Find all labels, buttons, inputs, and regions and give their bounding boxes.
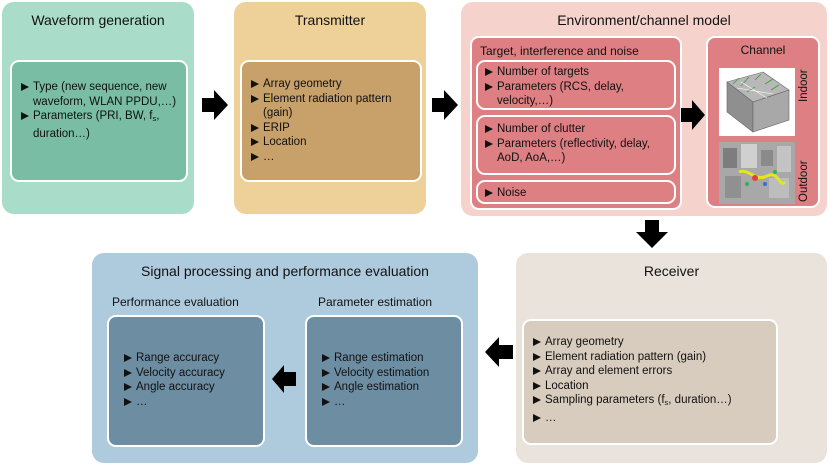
arrow-target-to-channel [681,100,705,130]
performance-item: … [123,395,255,410]
waveform-generation-title: Waveform generation [31,12,165,28]
parameter-estimation-box: Range estimation Velocity estimation Ang… [305,315,463,447]
receiver-panel: Receiver Array geometry Element radiatio… [516,253,827,463]
performance-item: Angle accuracy [123,380,255,395]
arrow-transmitter-to-environment [432,90,458,120]
receiver-fs-subscript: s [664,398,669,407]
receiver-item: Element radiation pattern (gain) [532,350,768,365]
receiver-item: … [532,411,768,426]
waveform-parameters-item: Parameters (PRI, BW, fs, duration…) [20,109,178,141]
targets-box: Number of targets Parameters (RCS, delay… [476,60,676,110]
transmitter-item: Element radiation pattern (gain) [250,92,412,121]
transmitter-parameters-box: Array geometry Element radiation pattern… [240,60,422,182]
receiver-parameters-box: Array geometry Element radiation pattern… [522,319,778,445]
receiver-item: Array and element errors [532,364,768,379]
transmitter-title: Transmitter [294,12,366,28]
noise-item: Noise [484,186,668,201]
waveform-generation-panel: Waveform generation Type (new sequence, … [2,2,194,214]
indoor-channel-image [719,68,795,136]
transmitter-item: ERIP [250,121,412,136]
performance-evaluation-box: Range accuracy Velocity accuracy Angle a… [107,315,265,447]
signal-processing-title: Signal processing and performance evalua… [141,263,429,279]
estimation-item: Angle estimation [321,380,453,395]
waveform-type-item: Type (new sequence, new waveform, WLAN P… [20,80,178,109]
arrow-environment-to-receiver [636,220,668,248]
indoor-label: Indoor [798,69,810,102]
clutter-box: Number of clutter Parameters (reflectivi… [476,115,676,175]
noise-box: Noise [476,180,676,204]
waveform-parameters-text: Parameters (PRI, BW, f [33,110,153,122]
channel-box: Channel Indoor [706,36,820,208]
clutter-parameters-item: Parameters (reflectivity, delay, AoD, Ao… [484,137,668,166]
target-interference-noise-box: Target, interference and noise Number of… [470,36,682,210]
performance-item: Velocity accuracy [123,366,255,381]
transmitter-panel: Transmitter Array geometry Element radia… [234,2,426,214]
receiver-sampling-text: Sampling parameters (f [545,394,665,406]
transmitter-item: Array geometry [250,77,412,92]
receiver-sampling-item: Sampling parameters (fs, duration…) [532,393,768,411]
target-parameters-item: Parameters (RCS, delay, velocity,…) [484,80,668,109]
receiver-item: Array geometry [532,335,768,350]
transmitter-item: … [250,150,412,165]
estimation-item: Range estimation [321,351,453,366]
environment-channel-panel: Environment/channel model Target, interf… [461,2,827,216]
receiver-sampling-tail: , duration…) [668,394,732,406]
arrow-estimation-to-performance [272,365,296,393]
arrow-waveform-to-transmitter [202,90,228,120]
parameter-estimation-title: Parameter estimation [318,295,433,309]
receiver-item: Location [532,379,768,394]
receiver-title: Receiver [643,263,700,279]
transmitter-item: Location [250,135,412,150]
outdoor-label: Outdoor [798,160,810,202]
arrow-receiver-to-signal-processing [485,337,513,367]
outdoor-channel-image [719,142,795,204]
number-of-clutter-item: Number of clutter [484,122,668,137]
waveform-fs-subscript: s [152,114,157,123]
performance-evaluation-title: Performance evaluation [112,295,239,309]
waveform-parameters-box: Type (new sequence, new waveform, WLAN P… [10,60,188,182]
estimation-item: Velocity estimation [321,366,453,381]
number-of-targets-item: Number of targets [484,65,668,80]
channel-title: Channel [740,43,786,57]
target-interference-noise-title: Target, interference and noise [480,44,639,58]
waveform-parameters-tail: , duration…) [33,110,160,140]
estimation-item: … [321,395,453,410]
signal-processing-panel: Signal processing and performance evalua… [92,253,478,463]
environment-channel-title: Environment/channel model [557,12,731,28]
performance-item: Range accuracy [123,351,255,366]
